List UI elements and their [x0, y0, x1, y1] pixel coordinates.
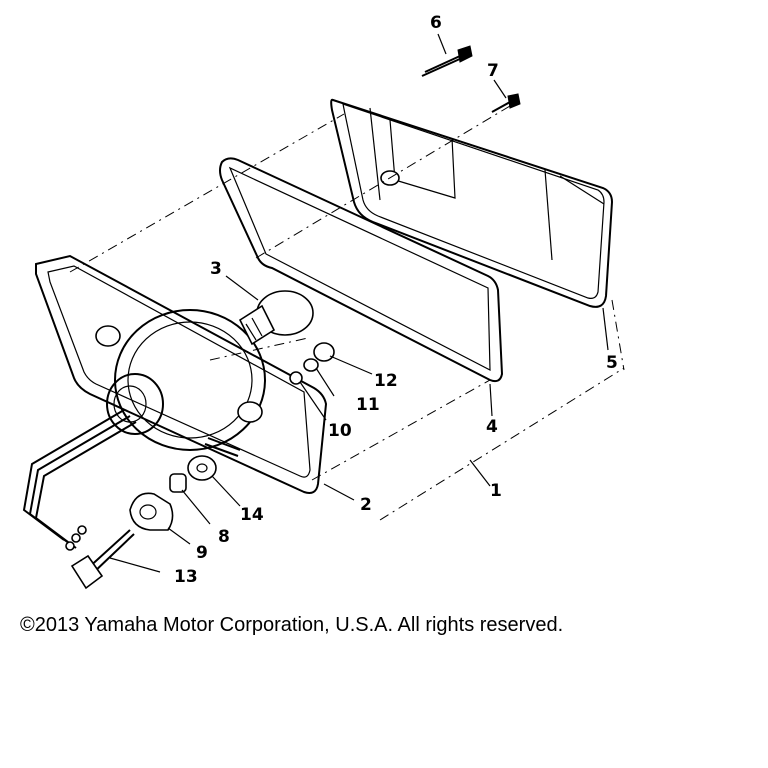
callout-14: 14: [240, 505, 264, 525]
callout-1: 1: [490, 481, 502, 501]
callout-labels: 1 2 3 4 5 6 7 8 9 10 11 12 13 14: [174, 13, 618, 587]
callout-8: 8: [218, 527, 230, 547]
grommet-part-9: [129, 492, 174, 531]
bulb-part-3: [238, 290, 314, 346]
callout-4: 4: [486, 417, 498, 437]
wiring-harness: [22, 409, 137, 551]
callout-13: 13: [174, 567, 198, 587]
callout-11: 11: [356, 395, 380, 415]
tail-light-exploded-diagram: 1 2 3 4 5 6 7 8 9 10 11 12 13 14: [22, 13, 625, 590]
washer-part-14: [187, 455, 217, 481]
screw-part-6: [421, 45, 473, 77]
screw-part-7: [491, 93, 521, 113]
callout-9: 9: [196, 543, 208, 563]
gasket-part-4: [219, 157, 504, 383]
callout-7: 7: [487, 61, 499, 81]
collar-part-8: [169, 473, 187, 493]
callout-2: 2: [360, 495, 372, 515]
assembly-guide-lines: [69, 99, 625, 521]
lens-housing-part-5: [330, 98, 614, 308]
callout-12: 12: [374, 371, 398, 391]
callout-5: 5: [606, 353, 618, 373]
callout-3: 3: [210, 259, 222, 279]
nut-washer-set-parts-10-11-12: [289, 342, 335, 385]
callout-6: 6: [430, 13, 442, 33]
bolt-part-13: [70, 529, 135, 590]
copyright-notice: ©2013 Yamaha Motor Corporation, U.S.A. A…: [20, 614, 564, 636]
lamp-base-part-2: [35, 254, 328, 494]
leader-lines: [109, 33, 609, 573]
callout-10: 10: [328, 421, 352, 441]
